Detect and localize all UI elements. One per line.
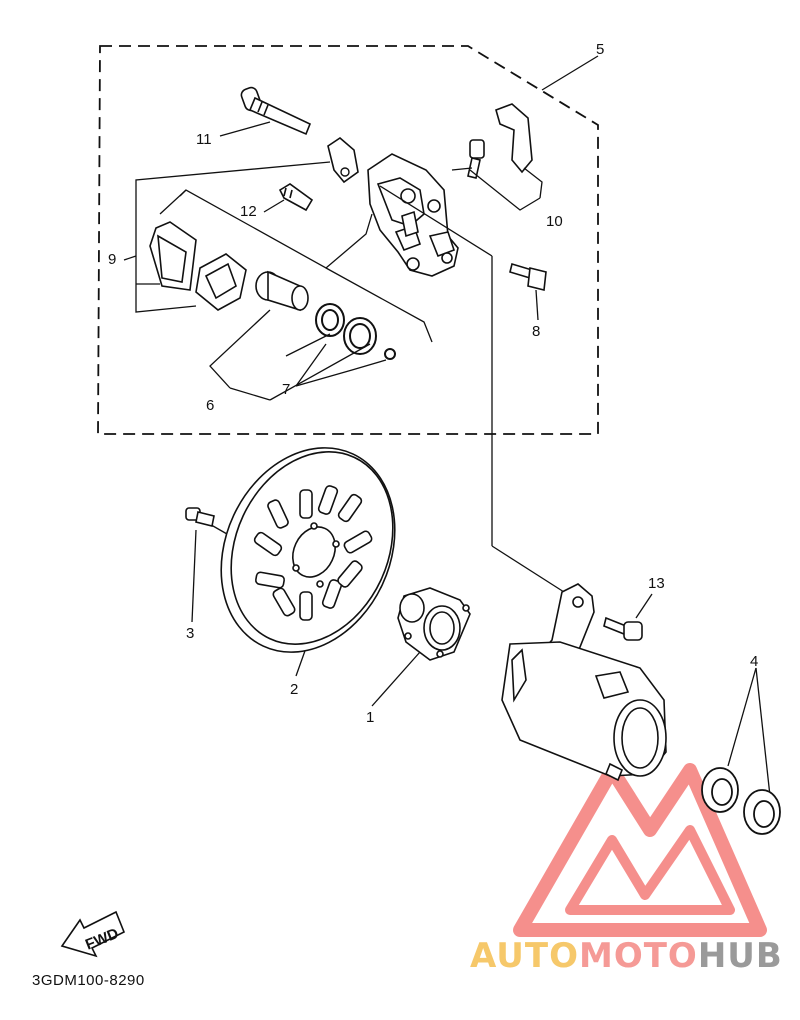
part-10-pad-clip xyxy=(495,103,533,174)
part-11-caliper-pin-bolt xyxy=(240,86,312,136)
watermark-text: AUTOMOTOHUB xyxy=(470,936,783,976)
callout-9: 9 xyxy=(108,251,116,268)
part-3-disc-bolt xyxy=(185,507,215,527)
callout-4: 4 xyxy=(750,653,758,670)
callout-3: 3 xyxy=(186,625,194,642)
caliper-mount-housing xyxy=(501,583,667,782)
part-9-brake-pads xyxy=(149,221,247,311)
part-6-piston xyxy=(255,270,309,312)
watermark-part-auto: AUTO xyxy=(470,936,579,976)
part-4-lock-nuts xyxy=(701,767,781,835)
diagram-code: 3GDM100-8290 xyxy=(32,972,145,989)
callout-5: 5 xyxy=(596,41,604,58)
caliper-assembly-boundary xyxy=(97,45,599,435)
callout-7: 7 xyxy=(282,381,290,398)
callout-12: 12 xyxy=(240,203,257,220)
leader-lines xyxy=(123,55,771,797)
callout-1: 1 xyxy=(366,709,374,726)
callout-10: 10 xyxy=(546,213,563,230)
part-2-brake-disc xyxy=(220,447,396,653)
part-10-bolt xyxy=(467,139,485,179)
fwd-arrow-icon: FWD xyxy=(60,910,126,958)
watermark-part-moto: MOTO xyxy=(578,936,698,976)
part-12-bleed-screw xyxy=(278,183,314,212)
callout-13: 13 xyxy=(648,575,665,592)
caliper-body xyxy=(367,153,459,277)
watermark-part-hub: HUB xyxy=(697,936,783,976)
callout-2: 2 xyxy=(290,681,298,698)
part-1-brake-hub xyxy=(397,587,471,661)
callout-11: 11 xyxy=(196,131,212,148)
watermark-logo-icon xyxy=(513,763,767,937)
callout-8: 8 xyxy=(532,323,540,340)
part-8-bolt xyxy=(509,262,547,291)
callout-6: 6 xyxy=(206,397,214,414)
caliper-bracket-tab xyxy=(327,136,359,184)
part-7-piston-seals xyxy=(315,303,396,360)
part-13-bolt xyxy=(603,616,643,641)
